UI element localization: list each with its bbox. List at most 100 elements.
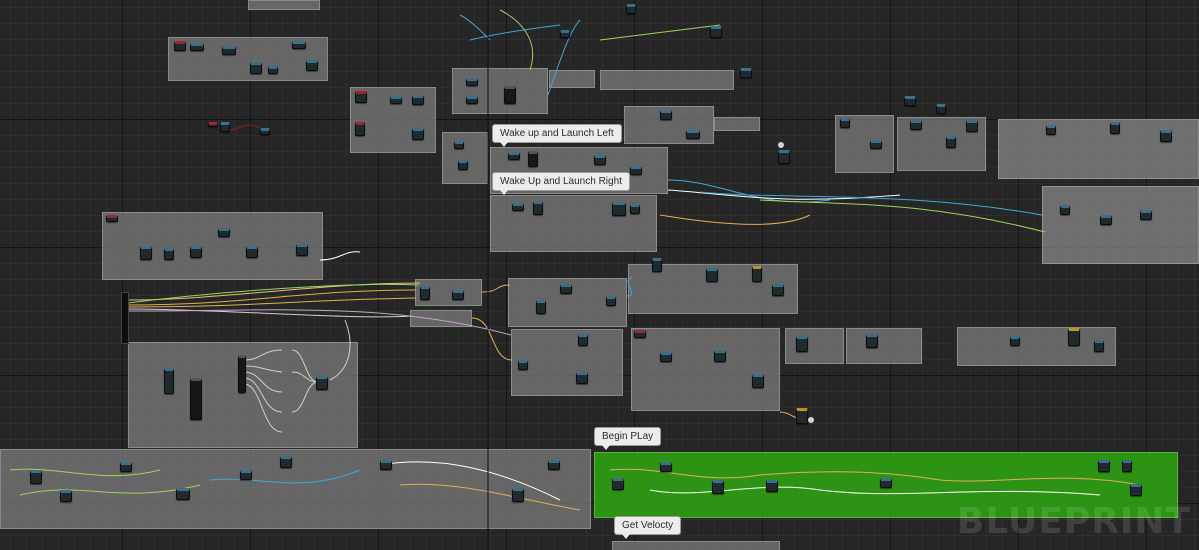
graph-node[interactable] xyxy=(260,128,270,135)
graph-node[interactable] xyxy=(380,460,392,470)
graph-node[interactable] xyxy=(238,355,246,393)
graph-node[interactable] xyxy=(106,215,118,222)
graph-node[interactable] xyxy=(880,478,892,488)
graph-node[interactable] xyxy=(208,122,218,127)
graph-node[interactable] xyxy=(1098,460,1110,472)
graph-node[interactable] xyxy=(660,110,672,120)
graph-node[interactable] xyxy=(1060,205,1070,215)
comment-title-wake-right[interactable]: Wake Up and Launch Right xyxy=(492,172,630,195)
graph-node[interactable] xyxy=(504,86,516,104)
comment-box[interactable] xyxy=(714,117,760,131)
graph-node[interactable] xyxy=(966,120,978,132)
graph-node[interactable] xyxy=(412,95,424,105)
graph-node[interactable] xyxy=(466,78,478,86)
graph-node[interactable] xyxy=(533,201,543,215)
graph-node[interactable] xyxy=(796,408,808,424)
graph-node[interactable] xyxy=(946,136,956,148)
graph-node[interactable] xyxy=(752,266,762,282)
comment-box[interactable] xyxy=(631,328,780,411)
graph-node[interactable] xyxy=(910,120,922,130)
graph-node[interactable] xyxy=(1094,340,1104,352)
graph-node[interactable] xyxy=(412,128,424,140)
comment-box[interactable] xyxy=(549,70,595,88)
graph-node[interactable] xyxy=(1100,215,1112,225)
graph-node[interactable] xyxy=(1130,484,1142,496)
comment-box[interactable] xyxy=(1042,186,1199,264)
reroute-node[interactable] xyxy=(808,417,814,423)
graph-node[interactable] xyxy=(454,141,464,149)
graph-node[interactable] xyxy=(752,374,764,388)
comment-box-get-velocity[interactable] xyxy=(612,541,780,550)
graph-node[interactable] xyxy=(840,118,850,128)
comment-box[interactable] xyxy=(998,119,1199,179)
graph-node[interactable] xyxy=(660,462,672,472)
comment-box[interactable] xyxy=(600,70,734,90)
graph-node[interactable] xyxy=(250,62,262,74)
graph-node[interactable] xyxy=(612,202,626,216)
graph-node[interactable] xyxy=(390,96,402,104)
graph-node[interactable] xyxy=(710,26,722,38)
graph-node[interactable] xyxy=(560,30,570,38)
comment-box[interactable] xyxy=(511,329,623,396)
graph-node[interactable] xyxy=(1010,336,1020,346)
graph-node[interactable] xyxy=(772,284,784,296)
reroute-node[interactable] xyxy=(778,142,784,148)
graph-node[interactable] xyxy=(508,152,520,160)
graph-node[interactable] xyxy=(518,360,528,370)
graph-node[interactable] xyxy=(355,122,365,136)
graph-node[interactable] xyxy=(60,490,72,502)
graph-node[interactable] xyxy=(630,204,640,214)
comment-box[interactable] xyxy=(846,328,922,364)
graph-node[interactable] xyxy=(218,228,230,237)
graph-node[interactable] xyxy=(714,350,726,362)
graph-node[interactable] xyxy=(140,246,152,260)
graph-node[interactable] xyxy=(740,68,752,78)
graph-node[interactable] xyxy=(176,488,190,500)
graph-node[interactable] xyxy=(316,376,328,390)
graph-node[interactable] xyxy=(164,248,174,260)
graph-node[interactable] xyxy=(512,488,524,502)
comment-title-get-velocity[interactable]: Get Velocty xyxy=(614,516,682,539)
graph-node[interactable] xyxy=(766,480,778,492)
graph-node[interactable] xyxy=(280,456,292,468)
comment-box[interactable] xyxy=(957,327,1116,366)
graph-node[interactable] xyxy=(268,66,278,74)
graph-node[interactable] xyxy=(466,96,478,104)
graph-node[interactable] xyxy=(240,470,252,480)
graph-node[interactable] xyxy=(706,268,718,282)
graph-node[interactable] xyxy=(420,286,430,300)
graph-node[interactable] xyxy=(660,352,672,362)
sequence-node[interactable] xyxy=(121,292,129,344)
graph-node[interactable] xyxy=(164,368,174,394)
graph-node[interactable] xyxy=(246,246,258,258)
graph-node[interactable] xyxy=(870,140,882,149)
graph-node[interactable] xyxy=(222,46,236,55)
graph-node[interactable] xyxy=(512,203,524,211)
graph-node[interactable] xyxy=(1122,460,1132,472)
graph-node[interactable] xyxy=(866,334,878,348)
graph-node[interactable] xyxy=(612,478,624,490)
graph-node[interactable] xyxy=(536,300,546,314)
graph-node[interactable] xyxy=(652,258,662,272)
graph-node[interactable] xyxy=(30,470,42,484)
graph-node[interactable] xyxy=(220,122,230,132)
comment-box[interactable] xyxy=(452,68,548,114)
comment-box[interactable] xyxy=(0,449,591,529)
comment-title-wake-left[interactable]: Wake up and Launch Left xyxy=(492,124,622,147)
graph-node[interactable] xyxy=(355,91,367,103)
graph-node[interactable] xyxy=(594,155,606,165)
graph-node[interactable] xyxy=(626,4,636,14)
graph-node[interactable] xyxy=(174,41,186,51)
graph-node[interactable] xyxy=(1068,328,1080,346)
graph-node[interactable] xyxy=(120,462,132,472)
comment-box[interactable] xyxy=(442,132,488,184)
graph-node[interactable] xyxy=(458,160,468,170)
graph-node[interactable] xyxy=(452,290,464,300)
graph-node[interactable] xyxy=(686,130,700,139)
graph-node[interactable] xyxy=(528,151,538,167)
graph-node[interactable] xyxy=(1140,210,1152,220)
comment-title-begin-play[interactable]: Begin PLay xyxy=(594,427,662,450)
graph-node[interactable] xyxy=(634,330,646,338)
graph-node[interactable] xyxy=(548,460,560,470)
graph-node[interactable] xyxy=(292,41,306,49)
